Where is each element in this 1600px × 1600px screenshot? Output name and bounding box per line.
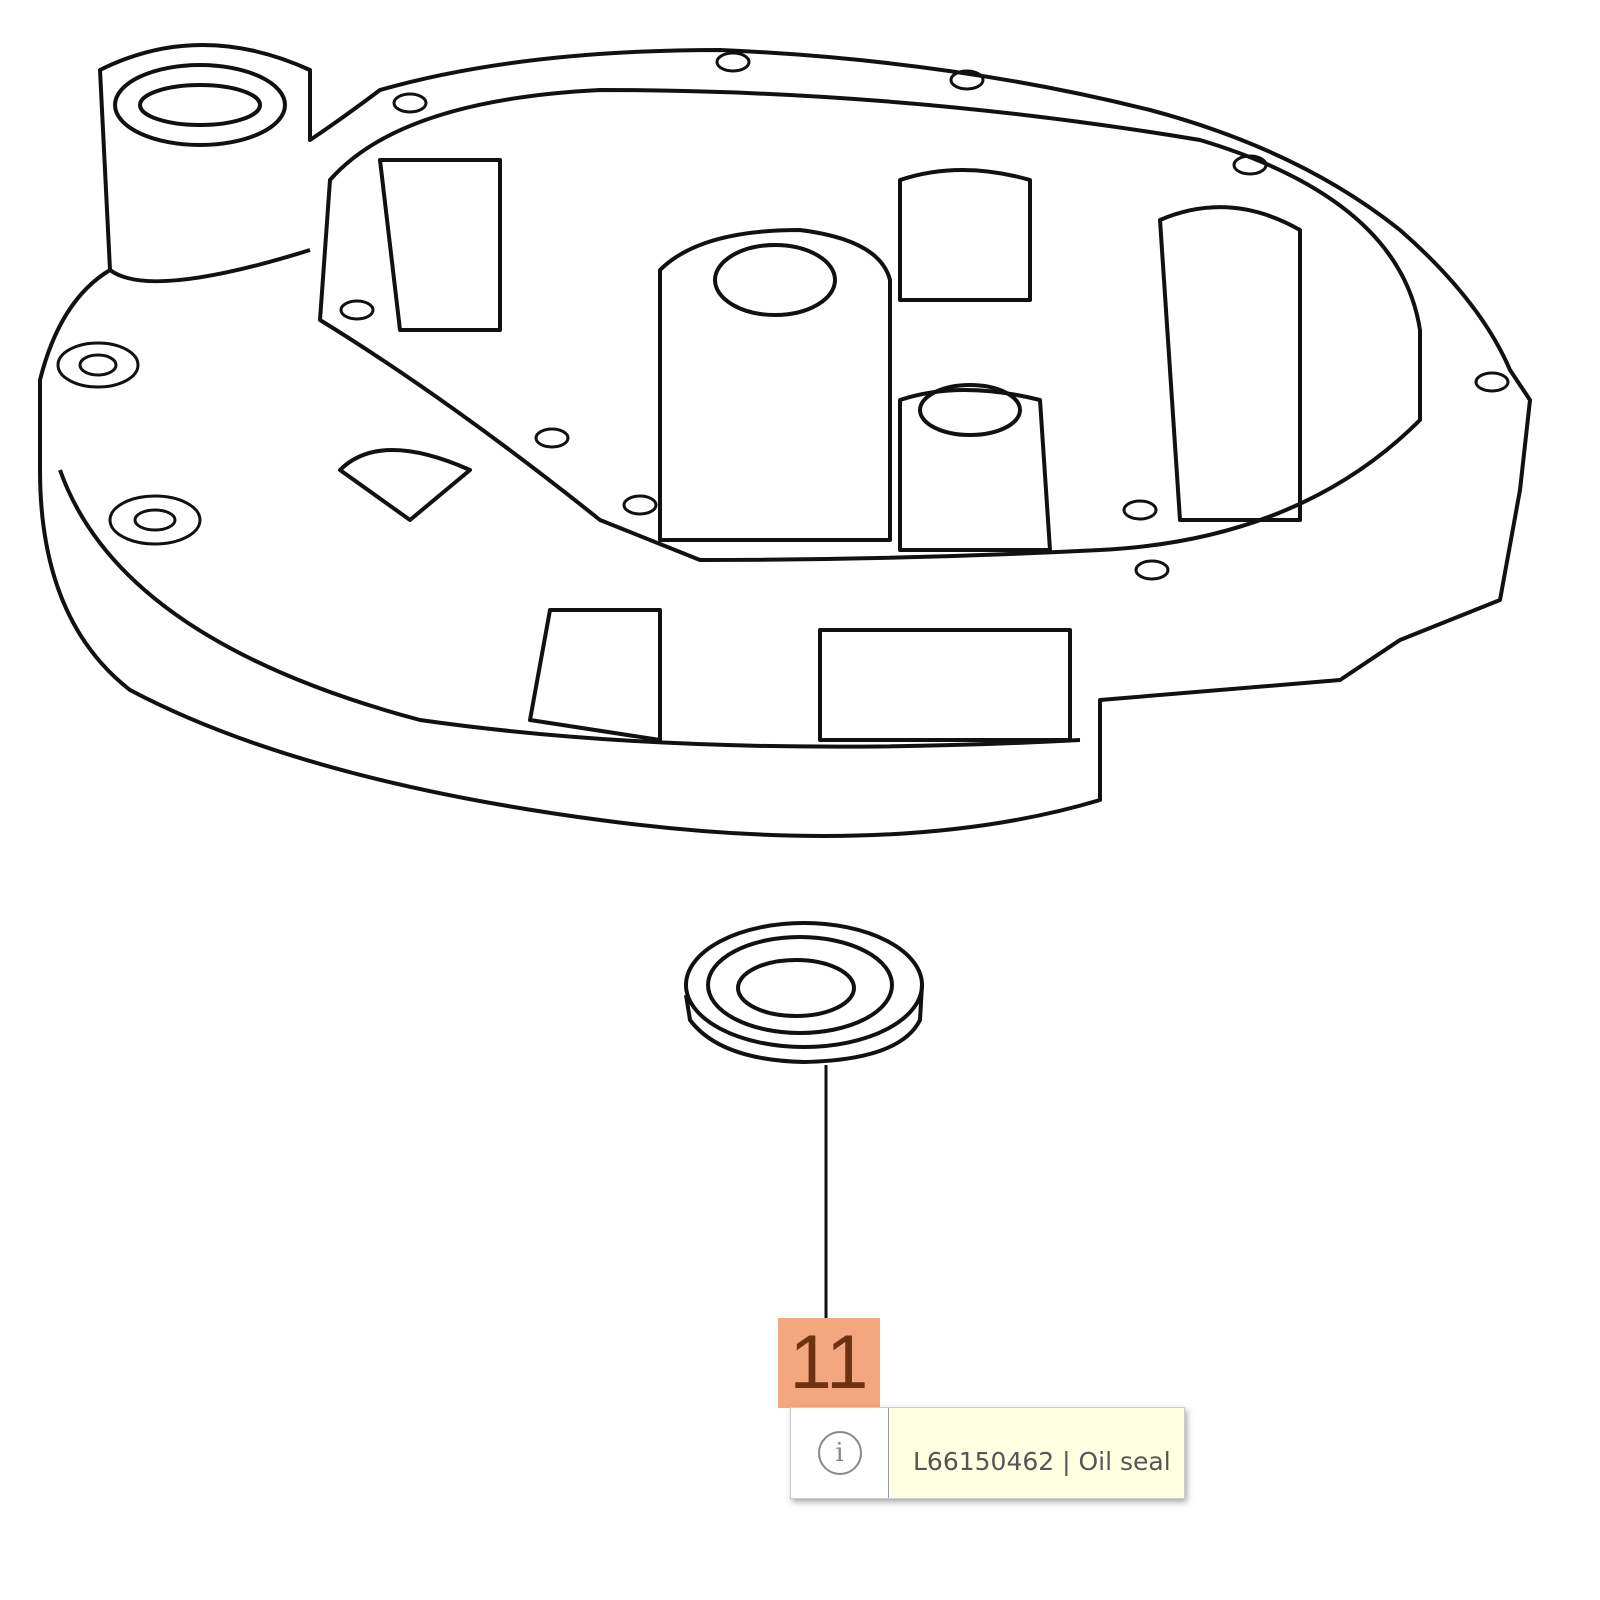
housing-cover	[38, 43, 1532, 838]
part-callout-11[interactable]: 11	[778, 1318, 880, 1408]
oil-seal	[684, 921, 924, 1064]
tooltip-text: L66150462 | Oil seal	[889, 1408, 1184, 1498]
info-icon[interactable]: i	[817, 1431, 862, 1475]
part-tooltip: i L66150462 | Oil seal	[790, 1407, 1185, 1499]
tooltip-icon-cell: i	[791, 1408, 889, 1498]
